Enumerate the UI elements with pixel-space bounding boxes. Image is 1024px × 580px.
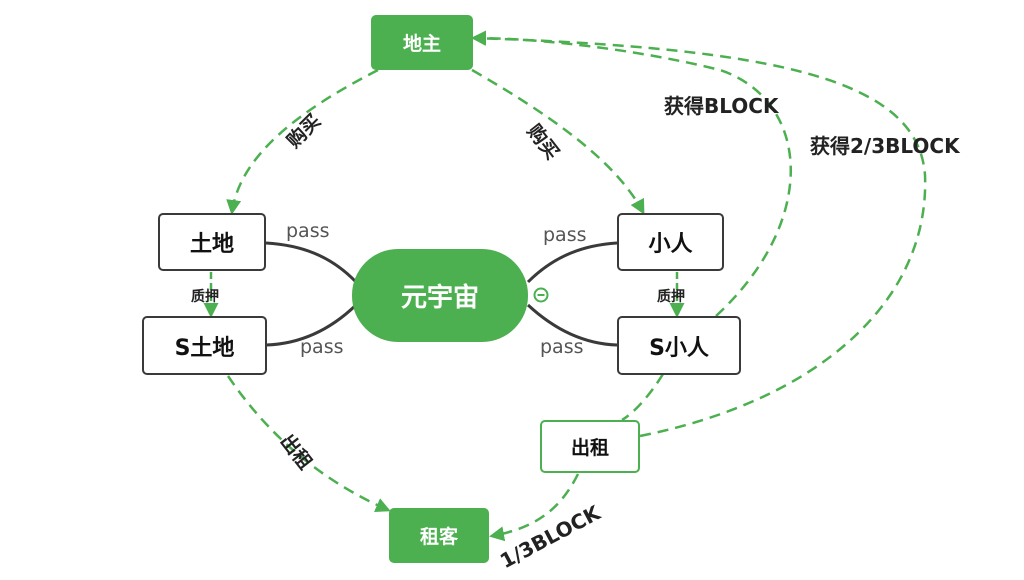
get-two-thirds-block-label: 获得2/3BLOCK: [810, 134, 960, 158]
node-tenant-label: 租客: [419, 526, 458, 548]
node-metaverse[interactable]: 元宇宙: [352, 249, 528, 342]
collapse-circle-icon[interactable]: [533, 287, 549, 303]
arrow-get-block: [471, 30, 792, 317]
node-rent-out-label: 出租: [570, 437, 609, 459]
pass-label-s-person: pass: [540, 336, 584, 358]
branch-person: [526, 241, 618, 284]
node-s-person-label: S小人: [649, 335, 709, 361]
pass-label-s-land: pass: [300, 336, 344, 358]
arrow-buy-right: [471, 68, 645, 215]
node-person[interactable]: 小人: [617, 213, 724, 271]
node-s-land-label: S土地: [174, 335, 235, 361]
node-landlord-label: 地主: [402, 33, 441, 55]
branch-land: [265, 241, 358, 284]
pledge-label-left: 质押: [191, 289, 219, 305]
node-s-person[interactable]: S小人: [617, 316, 741, 375]
pledge-label-right: 质押: [657, 289, 685, 305]
arrow-buy-left: [226, 68, 379, 215]
node-rent-out[interactable]: 出租: [540, 420, 640, 473]
node-landlord[interactable]: 地主: [371, 15, 473, 70]
branch-s-person: [526, 303, 618, 347]
arrow-one-third-block: [489, 473, 580, 542]
get-block-label: 获得BLOCK: [664, 94, 779, 118]
pass-label-person: pass: [543, 224, 587, 246]
node-tenant[interactable]: 租客: [389, 508, 489, 563]
node-s-land[interactable]: S土地: [142, 316, 267, 375]
node-person-label: 小人: [648, 232, 693, 257]
node-land-label: 土地: [189, 232, 234, 257]
link-s-person-rent: [621, 373, 665, 422]
branch-s-land: [265, 303, 358, 347]
pass-label-land: pass: [286, 220, 330, 242]
node-metaverse-label: 元宇宙: [400, 283, 479, 313]
node-land[interactable]: 土地: [158, 213, 266, 271]
arrow-get-two-thirds-block: [471, 30, 927, 438]
arrow-rent-to-tenant: [226, 375, 391, 513]
